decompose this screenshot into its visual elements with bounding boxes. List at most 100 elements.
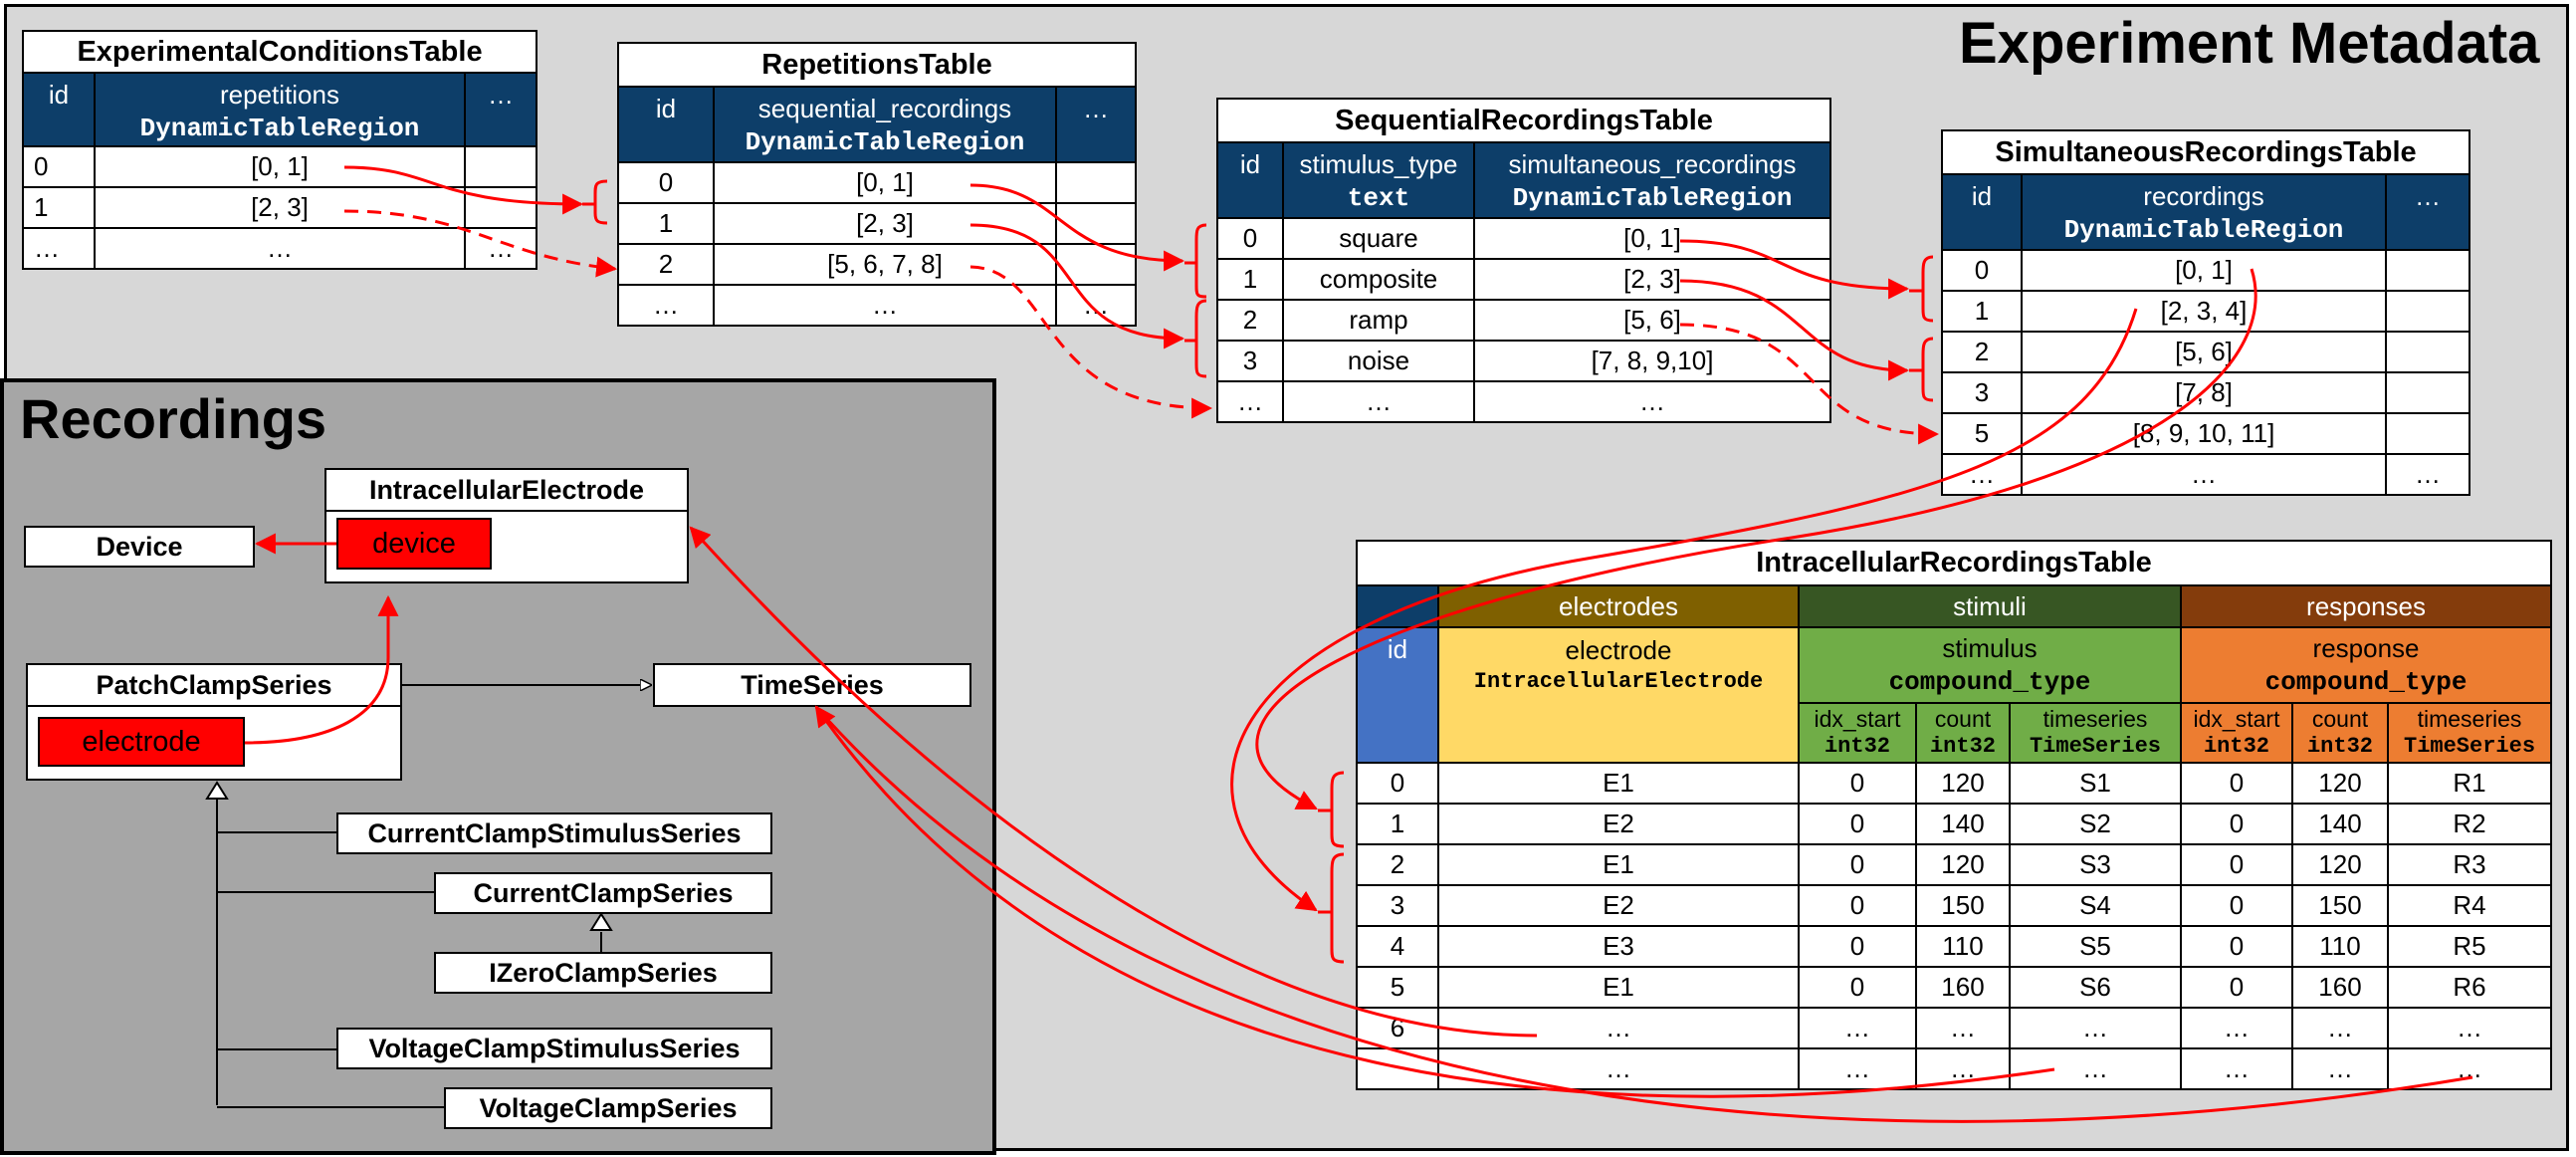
table-cell: 0 [1798,803,1917,845]
stimuli-group-header: stimuli [1798,584,2182,628]
table-title: RepetitionsTable [616,42,1138,88]
experimental-conditions-table: ExperimentalConditionsTable id repetitio… [21,30,538,270]
table-cell: 110 [2291,925,2389,968]
table-cell: … [1054,284,1138,327]
column-header: id [617,86,715,163]
table-cell: 2 [1941,331,2023,373]
table-cell: R3 [2386,843,2553,886]
table-cell: 5 [1941,412,2023,455]
table-cell: 150 [2291,884,2389,927]
table-cell: 1 [1356,803,1439,845]
table-cell: 1 [22,186,96,229]
table-cell: 0 [22,145,96,188]
voltage-clamp-series-class-box: VoltageClampSeries [444,1087,772,1129]
table-cell: … [2386,1047,2553,1090]
intracellular-recordings-table: IntracellularRecordingsTable electrodes … [1355,540,2553,1090]
table-cell: ramp [1282,299,1475,342]
table-cell [2384,249,2471,292]
table-cell: 110 [1915,925,2011,968]
table-cell: E2 [1437,803,1800,845]
table-cell: composite [1282,258,1475,301]
simultaneous-recordings-table: SimultaneousRecordingsTable id recording… [1940,129,2471,496]
table-cell [463,145,538,188]
voltage-clamp-stimulus-series-class-box: VoltageClampStimulusSeries [336,1028,772,1069]
table-cell: 120 [2291,762,2389,805]
table-cell: E1 [1437,762,1800,805]
table-cell: 0 [1798,762,1917,805]
table-cell: 2 [617,243,715,286]
table-cell [2384,371,2471,414]
table-title: ExperimentalConditionsTable [21,30,538,74]
id-column-header: id [1356,626,1439,764]
table-cell: [5, 6, 7, 8] [713,243,1057,286]
table-cell [2384,331,2471,373]
table-cell: [0, 1] [94,145,466,188]
table-cell: 0 [617,161,715,204]
table-cell: S5 [2009,925,2182,968]
table-cell: … [2384,453,2471,496]
table-cell: 1 [1941,290,2023,333]
table-cell: … [2021,453,2387,496]
table-cell: 1 [617,202,715,245]
table-cell: 120 [1915,843,2011,886]
table-cell: 160 [1915,966,2011,1009]
table-cell: [7, 8, 9,10] [1472,340,1832,382]
table-cell: [0, 1] [2021,249,2387,292]
table-cell: 0 [1798,966,1917,1009]
table-cell: [2, 3] [94,186,466,229]
time-series-class-box: TimeSeries [653,663,971,707]
column-header: … [2384,173,2471,251]
table-cell: 0 [2180,803,2293,845]
table-title: IntracellularRecordingsTable [1355,540,2553,586]
table-cell: … [2291,1007,2389,1049]
electrodes-group-header: electrodes [1437,584,1800,628]
table-cell: … [1282,380,1475,423]
table-cell: 1 [1216,258,1284,301]
table-cell: [8, 9, 10, 11] [2021,412,2387,455]
table-cell: 2 [1216,299,1284,342]
column-header: id [22,72,96,147]
table-title: SequentialRecordingsTable [1215,98,1832,143]
table-cell [1054,161,1138,204]
table-title: SimultaneousRecordingsTable [1940,129,2471,175]
table-cell: 3 [1941,371,2023,414]
current-clamp-stimulus-series-class-box: CurrentClampStimulusSeries [336,812,772,854]
table-cell: 0 [1356,762,1439,805]
table-cell: E3 [1437,925,1800,968]
table-cell: [2, 3, 4] [2021,290,2387,333]
table-cell: 2 [1356,843,1439,886]
table-cell: 3 [1356,884,1439,927]
table-cell: … [1472,380,1832,423]
table-cell: noise [1282,340,1475,382]
table-cell: S3 [2009,843,2182,886]
column-header: … [1054,86,1138,163]
table-cell: 0 [2180,762,2293,805]
experiment-metadata-title: Experiment Metadata [1959,11,2540,76]
table-cell: 0 [2180,884,2293,927]
table-cell: 0 [2180,843,2293,886]
table-cell: 0 [1798,925,1917,968]
inherit-triangle-currentclamp [589,912,613,931]
table-cell [463,186,538,229]
table-cell: … [2009,1047,2182,1090]
table-cell: S2 [2009,803,2182,845]
table-cell [2384,290,2471,333]
table-cell: R6 [2386,966,2553,1009]
table-cell: … [617,284,715,327]
table-cell: 0 [1798,884,1917,927]
table-cell: S6 [2009,966,2182,1009]
table-cell: … [22,227,96,270]
izero-clamp-series-class-box: IZeroClampSeries [434,952,772,994]
table-cell: … [2180,1007,2293,1049]
